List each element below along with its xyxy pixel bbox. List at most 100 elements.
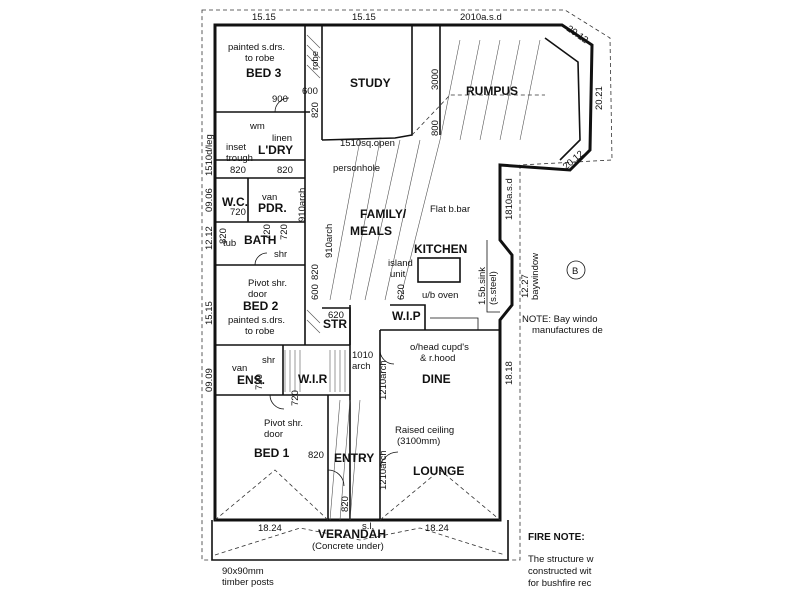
room-kitchen: KITCHEN — [414, 242, 467, 256]
room-str: STR — [323, 317, 347, 331]
note-raised-2: (3100mm) — [397, 436, 440, 447]
room-dine: DINE — [422, 372, 451, 386]
dim-top-1: 15.15 — [252, 12, 276, 23]
dim-bottom-2: 18.24 — [425, 523, 449, 534]
room-entry: ENTRY — [334, 451, 374, 465]
room-ensuite: ENS. — [237, 373, 265, 387]
dim-top-3: 2010a.s.d — [460, 12, 502, 23]
dim-1210a: 1210arch — [378, 360, 389, 400]
dim-1010-2: arch — [352, 361, 370, 372]
note-wm: wm — [249, 121, 265, 132]
room-wip: W.I.P — [392, 309, 421, 323]
room-verandah: VERANDAH — [318, 527, 386, 541]
note-trough-1: inset — [226, 142, 246, 153]
door-swings — [254, 97, 399, 487]
note-concrete: (Concrete under) — [312, 541, 384, 552]
dim-1010-1: 1010 — [352, 350, 373, 361]
room-powder: PDR. — [258, 201, 287, 215]
note-bed2-robe-2: to robe — [245, 326, 275, 337]
fire-note-title: FIRE NOTE: — [528, 532, 585, 543]
room-bath: BATH — [244, 233, 276, 247]
room-meals: MEALS — [350, 224, 392, 238]
rumpus-bay — [544, 37, 581, 161]
note-pivot-bed1-1: Pivot shr. — [264, 418, 303, 429]
dim-620a: 620 — [396, 284, 407, 300]
dim-820a: 820 — [310, 102, 321, 118]
note-linen: linen — [272, 133, 292, 144]
note-bed3-robe-2: to robe — [245, 53, 275, 64]
note-bay-window: baywindow — [530, 253, 541, 300]
dim-820c: 820 — [277, 165, 293, 176]
dim-top-2: 15.15 — [352, 12, 376, 23]
note-pivot-bed1-2: door — [264, 429, 283, 440]
note-sink-1: 1.5b.sink — [477, 267, 488, 305]
dim-900: 900 — [272, 94, 288, 105]
room-family: FAMILY/ — [360, 207, 407, 221]
room-rumpus: RUMPUS — [466, 84, 518, 98]
dim-left-1510: 1510d/leg — [204, 134, 215, 176]
note-van-ens: van — [232, 363, 247, 374]
dim-720a: 720 — [230, 207, 246, 218]
note-ohead-2: & r.hood — [420, 353, 455, 364]
note-posts-1: 90x90mm — [222, 566, 264, 577]
verandah-roof — [214, 527, 506, 556]
island-unit — [417, 257, 461, 283]
section-marker-label: B — [572, 266, 578, 277]
dim-1227: 12.27 — [520, 274, 531, 298]
fire-note-line-3: for bushfire rec — [528, 578, 592, 589]
room-lounge: LOUNGE — [413, 464, 464, 478]
note-uo-oven: u/b oven — [422, 290, 458, 301]
note-bed2-robe-1: painted s.drs. — [228, 315, 285, 326]
note-island-2: unit — [390, 269, 406, 280]
note-shr-ens: shr — [262, 355, 275, 366]
note-pivot-bed2-2: door — [248, 289, 267, 300]
dim-720c: 720 — [254, 374, 265, 390]
dim-3000: 3000 — [430, 69, 441, 90]
note-robe: robe — [310, 51, 321, 70]
dim-720d: 720 — [290, 390, 301, 406]
dim-left-1212: 12.12 — [204, 226, 215, 250]
dim-left-0906: 09.06 — [204, 188, 215, 212]
dim-bay-3: 20.12 — [561, 149, 586, 173]
fire-note-line-2: constructed wit — [528, 566, 592, 577]
room-bed1: BED 1 — [254, 446, 290, 460]
ceiling-lines — [329, 39, 541, 521]
dim-910: 910arch — [297, 188, 308, 222]
note-van-pdr: van — [262, 192, 277, 203]
note-ohead-1: o/head cupd's — [410, 342, 469, 353]
note-trough-2: trough — [226, 153, 253, 164]
dim-bottom-1: 18.24 — [258, 523, 282, 534]
dim-1810: 1810a.s.d — [504, 178, 515, 220]
note-raised-1: Raised ceiling — [395, 425, 454, 436]
note-sq-open: 1510sq.open — [340, 138, 395, 149]
note-posts-2: timber posts — [222, 577, 274, 588]
dim-bay-2: 20.21 — [594, 86, 605, 110]
dim-820e: 820 — [308, 450, 324, 461]
note-bed3-robe-1: painted s.drs. — [228, 42, 285, 53]
note-sink-2: (s.steel) — [488, 271, 499, 305]
robe-hatching — [284, 34, 346, 392]
room-wc: W.C. — [222, 195, 248, 209]
dim-720b: 720 — [279, 224, 290, 240]
note-island-1: island — [388, 258, 413, 269]
note-pivot-bed2-1: Pivot shr. — [248, 278, 287, 289]
fire-note-line-1: The structure w — [528, 554, 594, 565]
dim-820b: 820 — [230, 165, 246, 176]
room-wir: W.I.R — [298, 372, 328, 386]
dim-620b: 620 — [328, 310, 344, 321]
dim-1210b: 1210arch — [378, 450, 389, 490]
dim-left-0909: 09.09 — [204, 368, 215, 392]
room-bed2: BED 2 — [243, 299, 279, 313]
dim-left-1515: 15.15 — [204, 301, 215, 325]
dim-left-720: 720 — [262, 224, 273, 240]
dim-910b: 910arch — [324, 224, 335, 258]
note-flat-bar: Flat b.bar — [430, 204, 470, 215]
room-laundry: L'DRY — [258, 143, 293, 157]
bay-window-note-1: NOTE: Bay windo — [522, 314, 598, 325]
dim-1818: 18.18 — [504, 361, 515, 385]
note-personhole: personhole — [333, 163, 380, 174]
dim-800: 800 — [430, 120, 441, 136]
dim-820d: 820 — [310, 264, 321, 280]
bay-window-note-2: manufactures de — [532, 325, 603, 336]
